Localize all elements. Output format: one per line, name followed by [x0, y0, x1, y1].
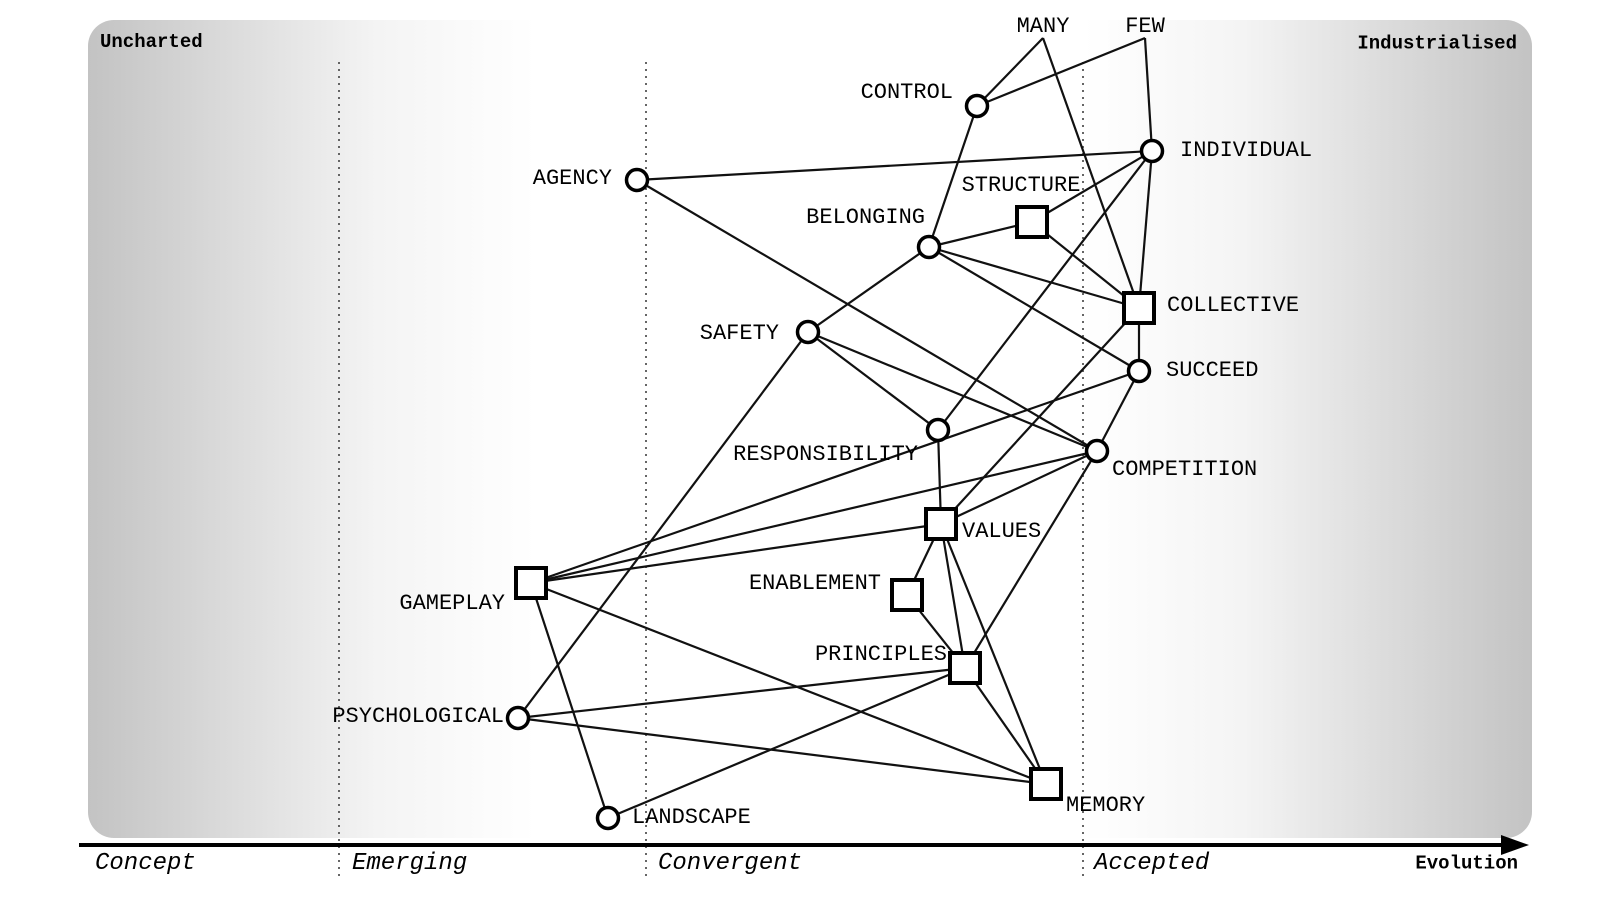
label-competition: COMPETITION: [1112, 457, 1258, 482]
label-gameplay: GAMEPLAY: [399, 591, 505, 616]
edge-competition-gameplay: [530, 449, 1098, 585]
edge-few-individual: [1143, 37, 1154, 152]
edge-individual-agency: [636, 149, 1153, 182]
node-succeed[interactable]: [1126, 358, 1152, 384]
label-safety: SAFETY: [699, 321, 779, 346]
label-principles: PRINCIPLES: [814, 642, 947, 667]
node-collective[interactable]: [1122, 291, 1156, 325]
stage-label-emerging: Emerging: [352, 850, 468, 877]
edge-gameplay-memory: [530, 581, 1047, 786]
edge-safety-psychological: [517, 331, 809, 719]
map-background: [88, 20, 1532, 838]
industrialised-label: Industrialised: [1357, 32, 1517, 55]
label-agency: AGENCY: [532, 166, 612, 191]
label-memory: MEMORY: [1066, 793, 1146, 818]
label-belonging: BELONGING: [806, 205, 925, 230]
anchor-many[interactable]: MANY: [1016, 14, 1070, 39]
stage-label-accepted: Accepted: [1094, 850, 1210, 877]
evolution-axis-arrowhead: [1501, 835, 1529, 855]
edge-values-memory: [939, 523, 1048, 785]
anchor-few[interactable]: FEW: [1125, 14, 1165, 39]
node-safety[interactable]: [795, 319, 821, 345]
label-collective: COLLECTIVE: [1167, 293, 1300, 318]
node-competition[interactable]: [1084, 438, 1110, 464]
edge-many-collective: [1041, 37, 1141, 309]
node-values[interactable]: [924, 507, 958, 541]
edge-control-belonging: [927, 105, 979, 248]
edge-few-control: [976, 36, 1146, 108]
edge-principles-landscape: [607, 666, 966, 820]
label-responsibility: RESPONSIBILITY: [733, 442, 918, 467]
evolution-axis-label: Evolution: [1415, 852, 1518, 875]
node-agency[interactable]: [624, 167, 650, 193]
edge-belonging-safety: [807, 246, 930, 333]
edge-agency-competition: [636, 179, 1098, 452]
edge-competition-values: [940, 450, 1098, 525]
stage-label-concept: Concept: [95, 850, 196, 877]
label-values: VALUES: [962, 519, 1042, 544]
node-landscape[interactable]: [595, 805, 621, 831]
node-structure[interactable]: [1015, 205, 1049, 239]
node-control[interactable]: [964, 93, 990, 119]
edge-psychological-memory: [517, 716, 1047, 786]
edge-belonging-collective: [928, 245, 1140, 310]
node-psychological[interactable]: [505, 705, 531, 731]
edge-psychological-principles: [517, 666, 966, 720]
node-enablement[interactable]: [890, 578, 924, 612]
edge-safety-responsibility: [807, 331, 939, 431]
node-gameplay[interactable]: [514, 566, 548, 600]
edge-values-gameplay: [530, 522, 942, 585]
label-structure: STRUCTURE: [961, 173, 1081, 198]
edge-values-principles: [939, 523, 967, 669]
label-psychological: PSYCHOLOGICAL: [332, 704, 504, 729]
edge-individual-collective: [1137, 150, 1154, 309]
node-individual[interactable]: [1139, 138, 1165, 164]
edge-individual-structure: [1031, 150, 1153, 223]
edge-structure-belonging: [928, 220, 1033, 249]
edge-belonging-succeed: [928, 246, 1140, 372]
label-succeed: SUCCEED: [1166, 358, 1259, 383]
label-enablement: ENABLEMENT: [748, 571, 881, 596]
uncharted-label: Uncharted: [100, 31, 203, 53]
node-memory[interactable]: [1029, 767, 1063, 801]
edge-gameplay-landscape: [529, 582, 610, 819]
edge-competition-succeed: [1096, 370, 1140, 452]
node-belonging[interactable]: [916, 234, 942, 260]
label-control: CONTROL: [860, 80, 953, 105]
edge-gameplay-succeed: [530, 369, 1140, 585]
edge-principles-memory: [964, 667, 1047, 785]
edge-many-control: [976, 37, 1044, 107]
stage-label-convergent: Convergent: [658, 850, 803, 877]
label-landscape: LANDSCAPE: [632, 805, 751, 830]
edge-competition-principles: [964, 450, 1098, 669]
edge-individual-responsibility: [937, 150, 1153, 431]
node-principles[interactable]: [948, 651, 982, 685]
edge-collective-values: [940, 307, 1140, 525]
edge-safety-competition: [807, 330, 1098, 453]
node-responsibility[interactable]: [925, 417, 951, 443]
edge-structure-collective: [1031, 221, 1140, 309]
label-individual: INDIVIDUAL: [1180, 138, 1313, 163]
